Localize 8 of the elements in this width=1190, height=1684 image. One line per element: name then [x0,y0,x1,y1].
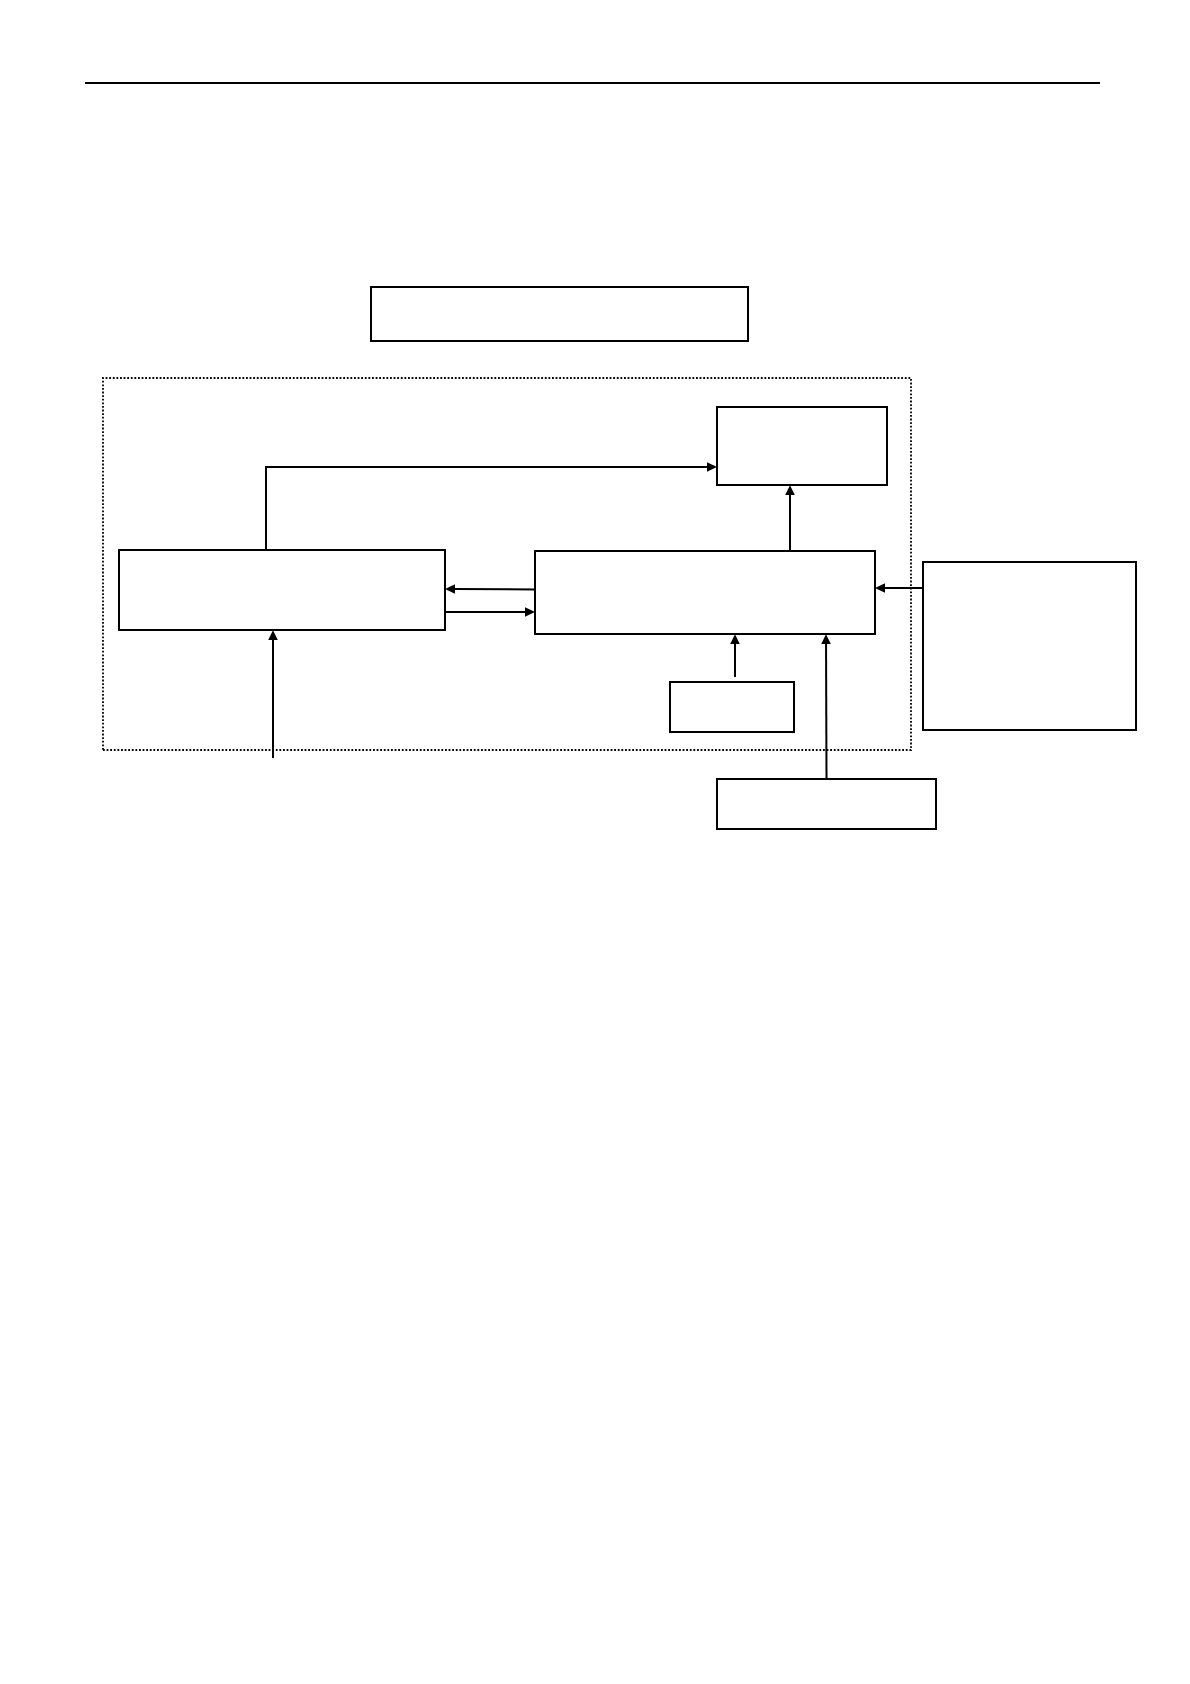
block-box [922,561,1137,731]
group-frame [102,377,912,751]
block-box [716,778,937,830]
block-box [370,286,749,342]
block-box [534,550,876,635]
block-box [118,549,446,631]
block-box [716,406,888,486]
block-box [669,681,795,733]
